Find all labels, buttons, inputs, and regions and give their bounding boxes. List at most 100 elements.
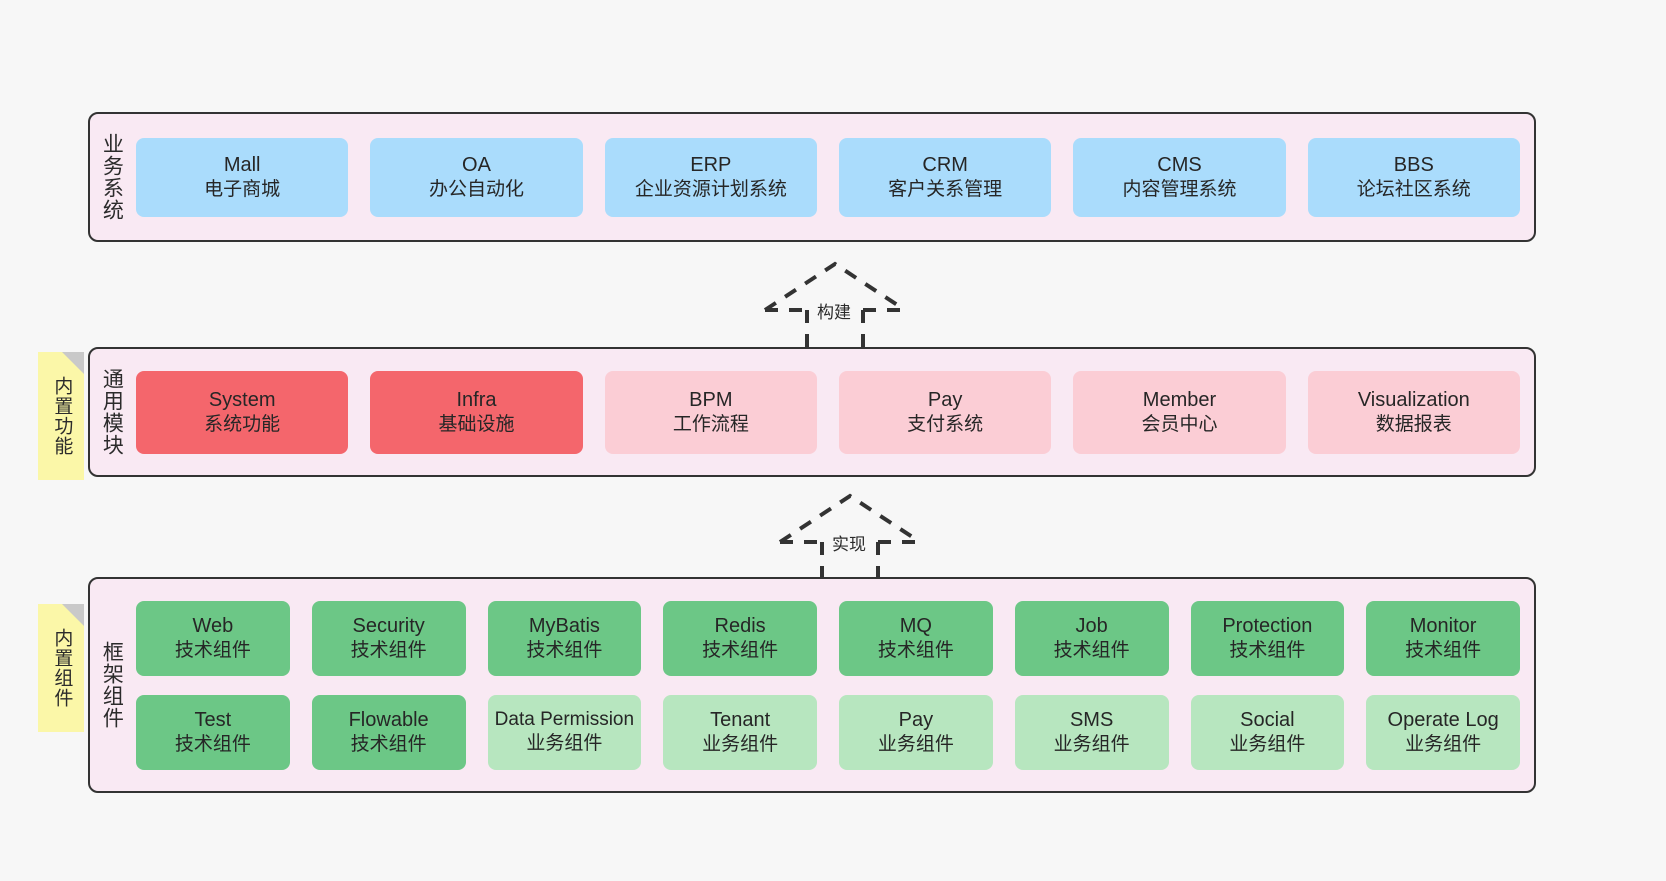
note-builtin-features: 内置功能: [38, 352, 84, 480]
card-infra[interactable]: Infra 基础设施: [370, 370, 583, 454]
card-subtitle: 业务组件: [877, 733, 954, 755]
card-title: Mall: [223, 153, 261, 176]
card-title: MyBatis: [528, 614, 600, 637]
card-subtitle: 业务组件: [526, 732, 603, 754]
card-subtitle: 业务组件: [702, 733, 779, 755]
card-system[interactable]: System 系统功能: [136, 370, 349, 454]
card-title: Flowable: [348, 708, 429, 731]
note-builtin-components: 内置组件: [38, 604, 84, 732]
band-body-general-modules: System 系统功能 Infra 基础设施 BPM 工作流程 Pay 支付系统…: [132, 349, 1534, 475]
card-pay[interactable]: Pay 支付系统: [838, 370, 1052, 454]
card-subtitle: 技术组件: [1229, 639, 1306, 661]
card-title: BBS: [1393, 153, 1434, 176]
card-monitor[interactable]: Monitor 技术组件: [1366, 600, 1520, 676]
row-general-modules: System 系统功能 Infra 基础设施 BPM 工作流程 Pay 支付系统…: [136, 370, 1520, 454]
card-sms[interactable]: SMS 业务组件: [1014, 694, 1169, 770]
card-subtitle: 业务组件: [1405, 733, 1482, 755]
card-visualization[interactable]: Visualization 数据报表: [1307, 370, 1520, 454]
card-erp[interactable]: ERP 企业资源计划系统: [604, 137, 817, 217]
card-subtitle: 技术组件: [350, 639, 427, 661]
card-title: Member: [1142, 388, 1217, 411]
card-web[interactable]: Web 技术组件: [136, 600, 290, 676]
card-mq[interactable]: MQ 技术组件: [839, 600, 993, 676]
card-subtitle: 电子商城: [204, 178, 281, 200]
card-title: Job: [1075, 614, 1108, 637]
card-title: Visualization: [1357, 388, 1470, 411]
card-title: Monitor: [1409, 614, 1477, 637]
card-title: Web: [192, 614, 234, 637]
card-title: ERP: [690, 153, 732, 176]
card-subtitle: 基础设施: [438, 413, 515, 435]
card-subtitle: 技术组件: [1053, 639, 1130, 661]
card-subtitle: 支付系统: [907, 413, 984, 435]
card-title: Redis: [714, 614, 766, 637]
card-title: OA: [462, 153, 491, 176]
card-redis[interactable]: Redis 技术组件: [663, 600, 817, 676]
card-subtitle: 内容管理系统: [1122, 178, 1237, 200]
card-title: Infra: [456, 388, 497, 411]
card-subtitle: 业务组件: [1053, 733, 1130, 755]
card-data-permission[interactable]: Data Permission 业务组件: [487, 694, 642, 770]
row-business-systems: Mall 电子商城 OA 办公自动化 ERP 企业资源计划系统 CRM 客户关系…: [136, 137, 1520, 217]
card-title: BPM: [689, 388, 733, 411]
card-title: Data Permission: [494, 708, 635, 730]
note-fold-corner-icon: [62, 352, 84, 374]
card-title: Social: [1240, 708, 1295, 731]
connector-implement: 实现: [770, 490, 930, 582]
band-body-business-systems: Mall 电子商城 OA 办公自动化 ERP 企业资源计划系统 CRM 客户关系…: [132, 114, 1534, 240]
card-social[interactable]: Social 业务组件: [1190, 694, 1345, 770]
card-crm[interactable]: CRM 客户关系管理: [838, 137, 1052, 217]
note-fold-corner-icon: [62, 604, 84, 626]
card-flowable[interactable]: Flowable 技术组件: [311, 694, 466, 770]
card-subtitle: 会员中心: [1141, 413, 1218, 435]
card-job[interactable]: Job 技术组件: [1014, 600, 1169, 676]
connector-build-label: 构建: [817, 303, 851, 322]
card-subtitle: 技术组件: [1405, 639, 1482, 661]
card-subtitle: 业务组件: [1229, 733, 1306, 755]
card-title: Protection: [1222, 614, 1313, 637]
band-general-modules: 通用模块 System 系统功能 Infra 基础设施 BPM 工作流程 Pay…: [88, 347, 1536, 477]
card-title: Pay: [898, 708, 934, 731]
connector-build-glyph: [763, 261, 907, 350]
card-subtitle: 系统功能: [204, 413, 281, 435]
band-label-general-modules: 通用模块: [100, 368, 124, 456]
card-member[interactable]: Member 会员中心: [1073, 370, 1286, 454]
card-title: Security: [352, 614, 425, 637]
band-framework-components: 框架组件 Web 技术组件 Security 技术组件 MyBatis 技术组件…: [88, 577, 1536, 793]
card-subtitle: 工作流程: [672, 413, 749, 435]
card-subtitle: 技术组件: [526, 639, 603, 661]
card-security[interactable]: Security 技术组件: [311, 600, 466, 676]
band-business-systems: 业务系统 Mall 电子商城 OA 办公自动化 ERP 企业资源计划系统 CRM…: [88, 112, 1536, 242]
card-pay-business[interactable]: Pay 业务组件: [839, 694, 993, 770]
card-bpm[interactable]: BPM 工作流程: [604, 370, 817, 454]
row-technical-components: Web 技术组件 Security 技术组件 MyBatis 技术组件 Redi…: [136, 600, 1520, 676]
card-subtitle: 论坛社区系统: [1356, 178, 1471, 200]
card-title: SMS: [1069, 708, 1114, 731]
card-mybatis[interactable]: MyBatis 技术组件: [487, 600, 642, 676]
row-business-components: Test 技术组件 Flowable 技术组件 Data Permission …: [136, 694, 1520, 770]
card-subtitle: 技术组件: [350, 733, 427, 755]
card-cms[interactable]: CMS 内容管理系统: [1073, 137, 1286, 217]
card-title: Test: [194, 708, 232, 731]
card-protection[interactable]: Protection 技术组件: [1190, 600, 1345, 676]
card-subtitle: 数据报表: [1375, 413, 1452, 435]
card-subtitle: 技术组件: [174, 733, 251, 755]
card-title: MQ: [899, 614, 932, 637]
card-operate-log[interactable]: Operate Log 业务组件: [1366, 694, 1520, 770]
card-title: CRM: [922, 153, 968, 176]
connector-build: 构建: [755, 258, 915, 350]
band-label-framework-components: 框架组件: [100, 641, 124, 729]
card-title: System: [208, 388, 276, 411]
card-oa[interactable]: OA 办公自动化: [370, 137, 583, 217]
card-subtitle: 办公自动化: [428, 178, 524, 200]
card-bbs[interactable]: BBS 论坛社区系统: [1307, 137, 1520, 217]
card-mall[interactable]: Mall 电子商城: [136, 137, 349, 217]
card-title: CMS: [1157, 153, 1202, 176]
card-title: Operate Log: [1387, 708, 1499, 731]
card-subtitle: 客户关系管理: [888, 178, 1003, 200]
card-tenant[interactable]: Tenant 业务组件: [663, 694, 817, 770]
card-test[interactable]: Test 技术组件: [136, 694, 290, 770]
note-text: 内置组件: [51, 628, 73, 708]
connector-implement-glyph: [778, 493, 922, 582]
